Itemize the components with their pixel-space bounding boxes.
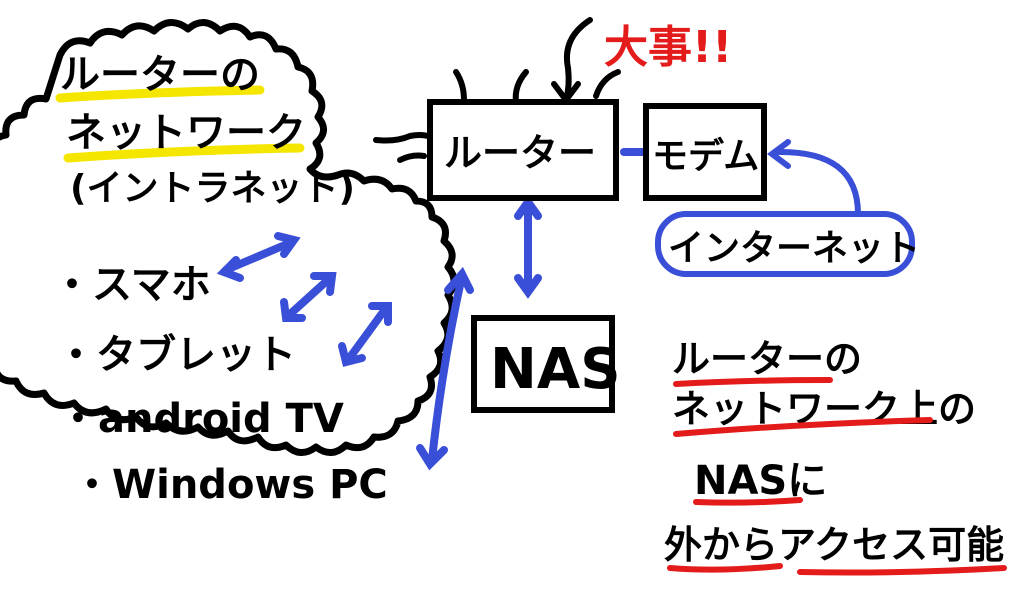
device-windows-pc: ・Windows PC (72, 462, 388, 508)
alert-label: 大事!! (604, 22, 732, 73)
internet-label: インターネット (668, 228, 920, 269)
router-top-lines (453, 69, 621, 105)
nas-label: NAS (490, 337, 621, 402)
note-underline-4a (667, 563, 783, 573)
note-line4: 外からアクセス可能 (664, 523, 1004, 567)
cloud-title-line1: ルーターの (60, 52, 260, 98)
arrow-tablet-link (284, 274, 334, 320)
internet-to-modem-arrow-head (767, 139, 791, 169)
blue-arrows (216, 148, 650, 471)
arrow-pc-to-nas-link (428, 272, 466, 464)
note-line1: ルーターの (672, 337, 862, 381)
note-line3: NASに (694, 458, 827, 504)
arrow-smartphone-link (222, 238, 296, 274)
device-android-tv: ・android TV (58, 396, 344, 442)
modem-box (643, 103, 767, 201)
internet-bubble (655, 211, 915, 277)
nas-box (471, 315, 615, 413)
alert-arrow (563, 17, 593, 103)
title-highlight-2 (63, 143, 305, 163)
note-underline-1 (673, 377, 833, 387)
internet-to-modem-arrow (773, 148, 861, 217)
router-box (427, 99, 619, 201)
cloud-title-line3: (イントラネット) (70, 168, 355, 209)
alert-arrow-head (551, 81, 581, 105)
note-underline-3 (693, 497, 803, 506)
cloud-title-line2: ネットワーク (66, 110, 306, 156)
arrow-tv-link (344, 304, 390, 364)
cloud-to-router-line (373, 132, 431, 144)
device-tablet: ・タブレット (56, 332, 296, 378)
title-highlight-1 (55, 85, 265, 103)
cloud-to-router-hook (397, 152, 427, 163)
intranet-cloud-outline (0, 19, 458, 456)
modem-label: モデム (652, 135, 759, 177)
router-label: ルーター (444, 131, 596, 175)
note-underline-4b (797, 565, 1007, 576)
note-underline-2 (673, 417, 933, 437)
device-smartphone: ・スマホ (52, 262, 211, 308)
